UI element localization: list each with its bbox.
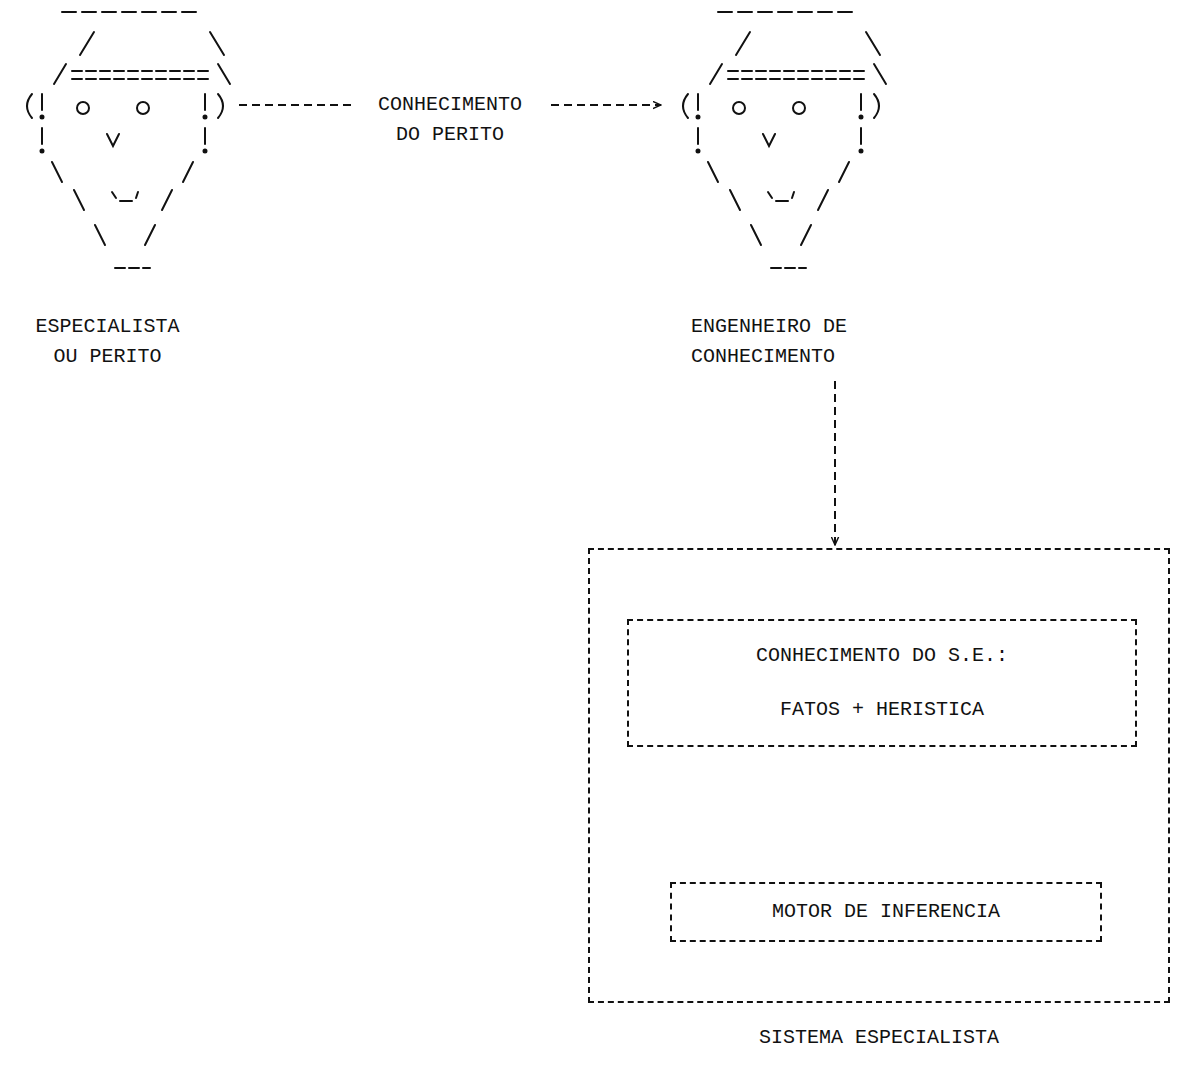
knowledge-box: CONHECIMENTO DO S.E.: FATOS + HERISTICA xyxy=(627,619,1137,747)
system-title: SISTEMA ESPECIALISTA xyxy=(590,1023,1168,1053)
box-text: CONHECIMENTO DO S.E.: xyxy=(756,641,1008,671)
expert-system-box: SISTEMA ESPECIALISTACONHECIMENTO DO S.E.… xyxy=(588,548,1170,1003)
expert-face xyxy=(27,12,230,268)
box-text: MOTOR DE INFERENCIA xyxy=(772,897,1000,927)
arrow-connector xyxy=(834,381,836,545)
person-caption: ENGENHEIRO DE CONHECIMENTO xyxy=(691,312,871,372)
person-caption: ESPECIALISTA OU PERITO xyxy=(25,312,190,372)
engineer-person: ENGENHEIRO DE CONHECIMENTO xyxy=(665,0,905,375)
engineer-face xyxy=(683,12,886,268)
edge-label: CONHECIMENTO DO PERITO xyxy=(354,90,546,150)
inference-engine-box: MOTOR DE INFERENCIA xyxy=(670,882,1102,942)
expert-person: ESPECIALISTA OU PERITO xyxy=(10,0,235,375)
box-text: FATOS + HERISTICA xyxy=(780,695,984,725)
